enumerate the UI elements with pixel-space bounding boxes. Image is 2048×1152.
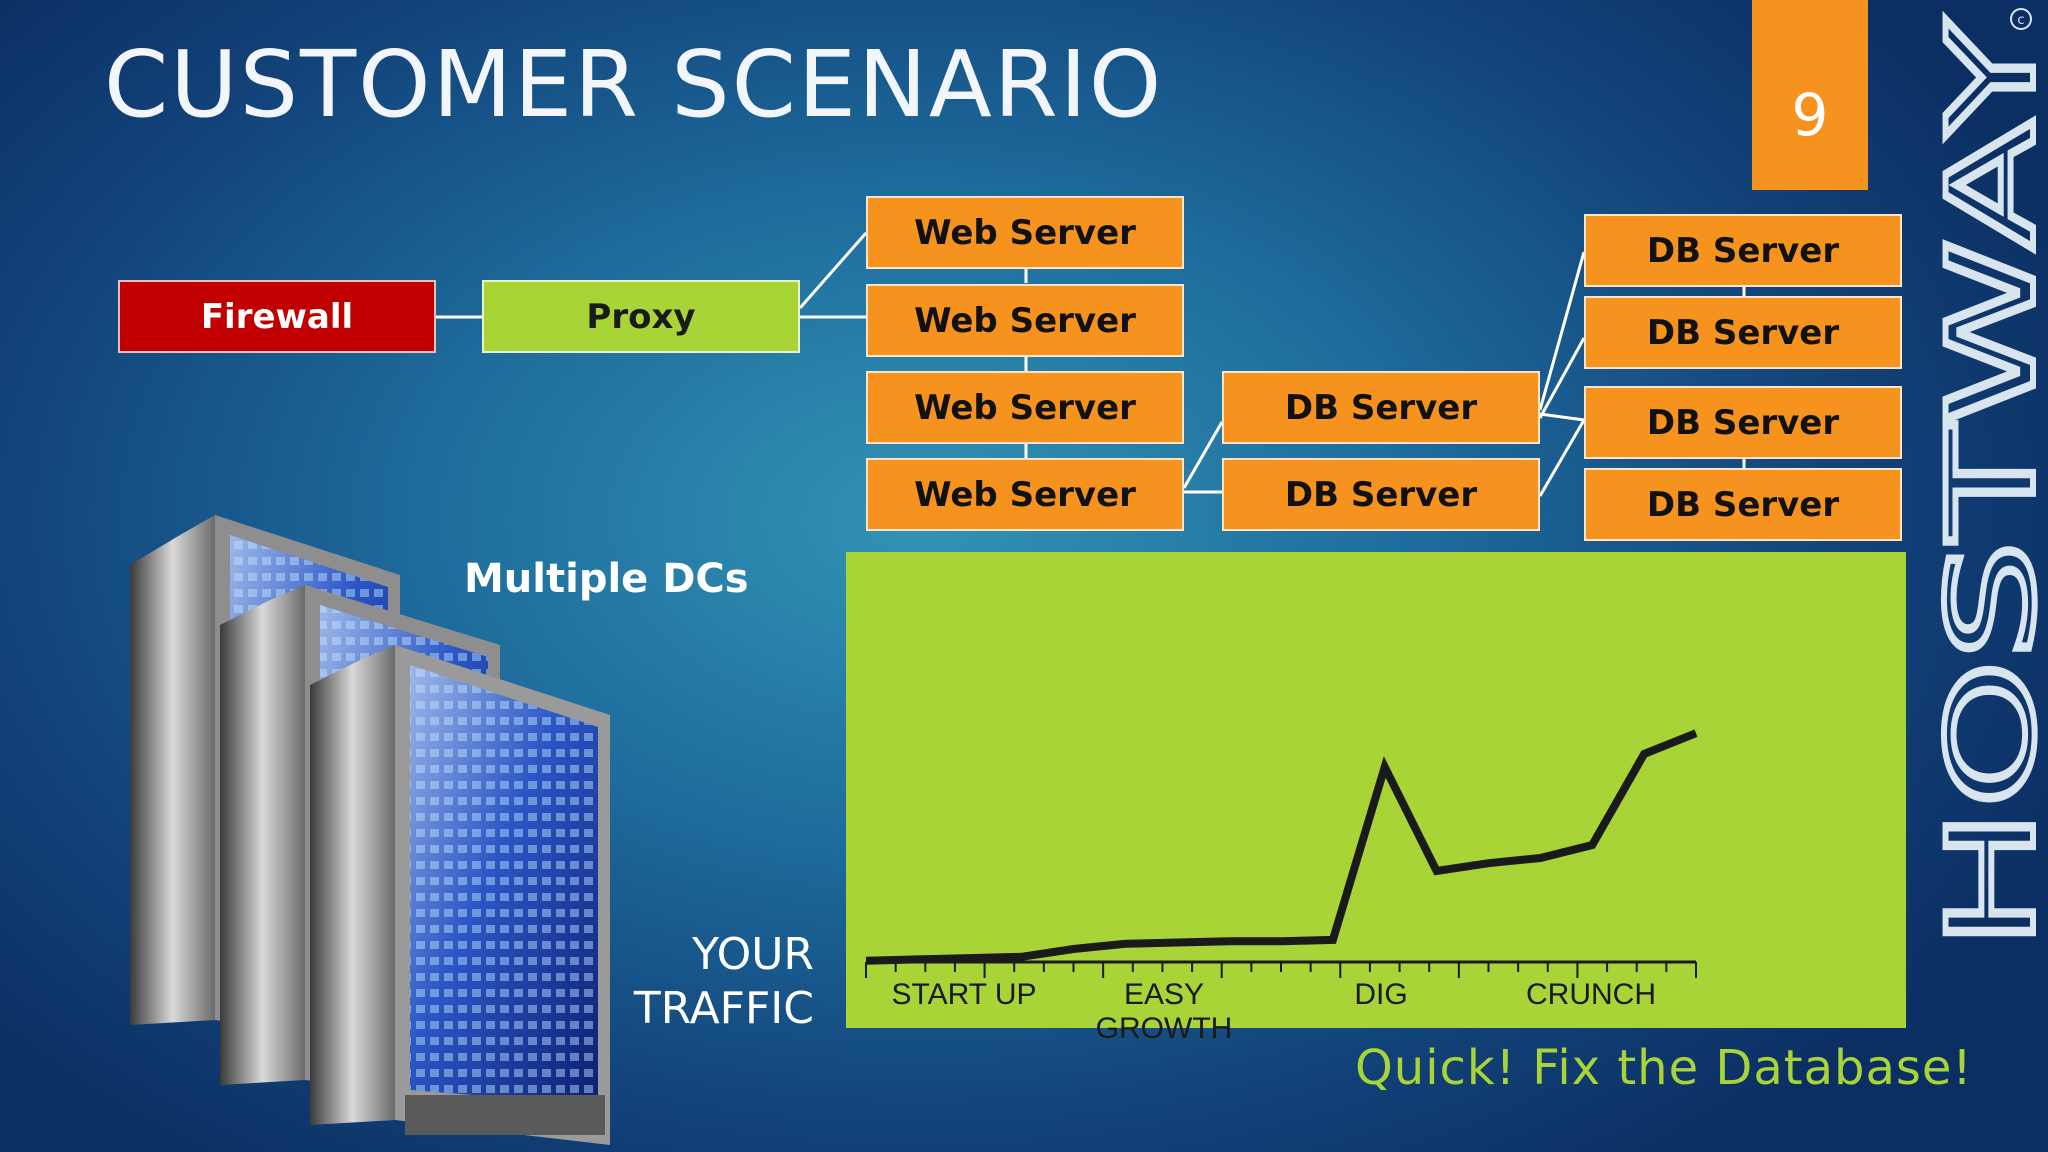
db-server-box: DB Server (1584, 214, 1902, 287)
db-server-box: DB Server (1222, 458, 1540, 531)
hostway-logo: HOSTWAY (1935, 16, 2045, 953)
db-server-box: DB Server (1584, 296, 1902, 369)
server-racks-illustration (130, 515, 610, 1145)
multiple-dcs-caption: Multiple DCs (464, 556, 749, 602)
traffic-series-line (865, 729, 1698, 965)
web-server-box: Web Server (866, 371, 1184, 444)
proxy-box: Proxy (482, 280, 800, 353)
web-server-box: Web Server (866, 196, 1184, 269)
web-server-box: Web Server (866, 284, 1184, 357)
web-server-box: Web Server (866, 458, 1184, 531)
quick-fix-note: Quick! Fix the Database! (1355, 1040, 1973, 1096)
traffic-chart (846, 552, 1906, 1028)
hostway-logo-text: HOSTWAY (1935, 19, 2045, 950)
your-traffic-label: YOUR TRAFFIC (633, 929, 814, 1034)
slide-number-badge: 9 (1752, 0, 1868, 190)
copyright-icon: c (2010, 8, 2032, 30)
chart-x-axis (865, 960, 1697, 978)
db-server-box: DB Server (1222, 371, 1540, 444)
rack-front (310, 645, 610, 1145)
svg-text:c: c (2017, 13, 2024, 28)
db-server-box: DB Server (1584, 386, 1902, 459)
slide-title: CUSTOMER SCENARIO (104, 31, 1164, 138)
firewall-box: Firewall (118, 280, 436, 353)
db-server-box: DB Server (1584, 468, 1902, 541)
